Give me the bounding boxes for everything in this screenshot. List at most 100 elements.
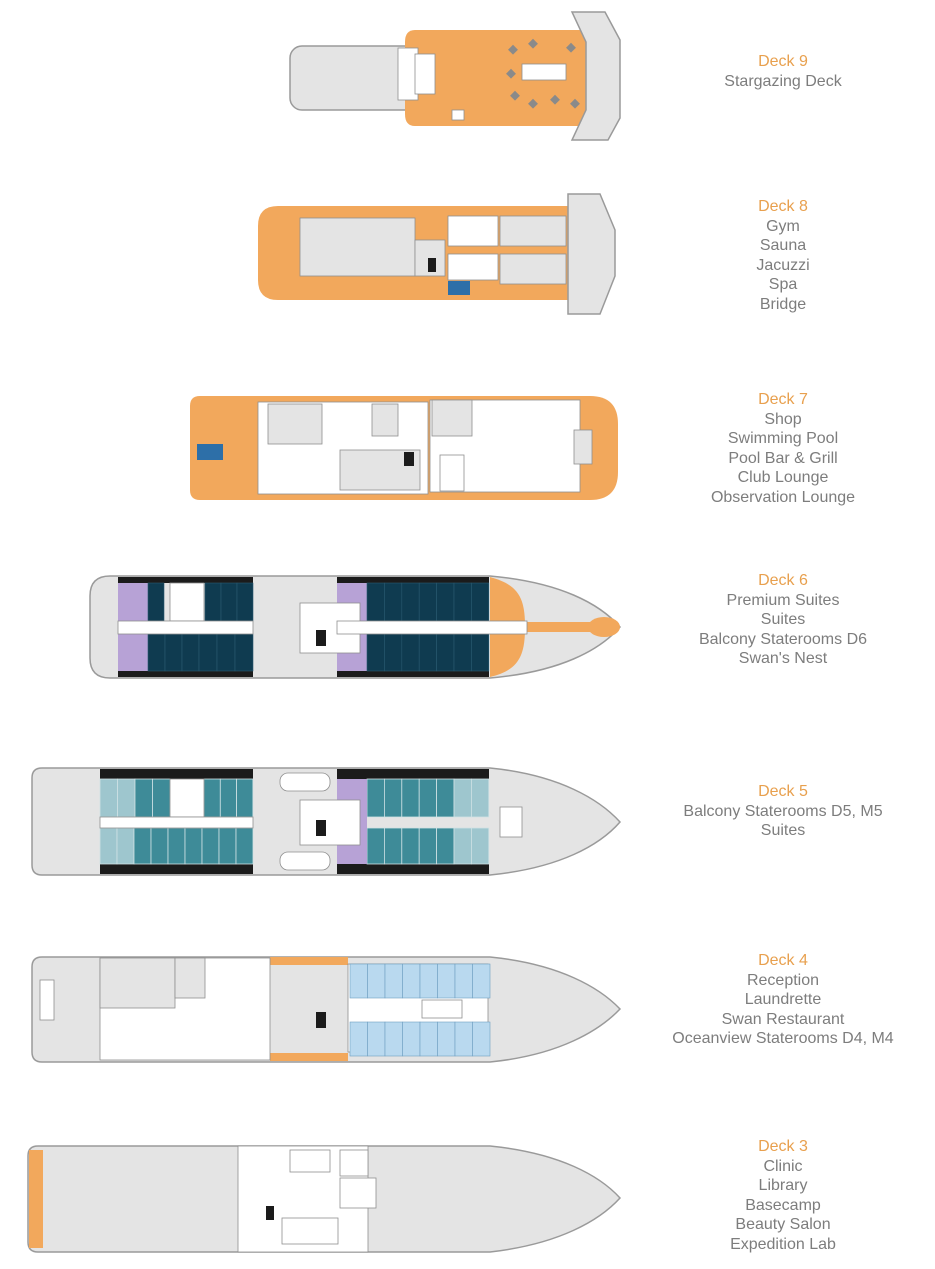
deck-feature: Library [758, 1177, 808, 1195]
deck-feature: Bridge [759, 295, 807, 313]
cabin[interactable] [384, 582, 403, 622]
cabin[interactable] [436, 582, 455, 622]
deck-feature: Suites [760, 822, 806, 840]
cabin[interactable] [116, 827, 135, 865]
cabin[interactable] [471, 582, 490, 622]
cabin[interactable] [383, 778, 403, 818]
deck-title: Deck 5 [758, 783, 808, 800]
cabin[interactable] [152, 778, 171, 818]
cabin[interactable] [437, 1021, 456, 1057]
cabin[interactable] [117, 778, 136, 818]
deck-9-plan[interactable] [289, 11, 621, 141]
cabin[interactable] [453, 582, 472, 622]
cabin[interactable] [184, 827, 203, 865]
cabin[interactable] [418, 778, 438, 818]
cabin[interactable] [454, 1021, 473, 1057]
cabin[interactable] [419, 963, 438, 999]
deck-feature: Oceanview Staterooms D4, M4 [672, 1030, 894, 1048]
cabin[interactable] [471, 633, 490, 672]
cabin[interactable] [472, 1021, 491, 1057]
deck-feature: Spa [768, 276, 798, 294]
cabin[interactable] [401, 827, 420, 865]
cabin[interactable] [201, 827, 220, 865]
cabin[interactable] [99, 778, 118, 818]
cabin[interactable] [418, 827, 438, 865]
deck-8-plan[interactable] [258, 193, 616, 315]
cabin[interactable] [401, 778, 420, 818]
cabin[interactable] [366, 633, 385, 672]
deck-feature: Pool Bar & Grill [728, 449, 838, 467]
cabin[interactable] [134, 778, 153, 818]
cabin[interactable] [436, 778, 455, 818]
cabin[interactable] [402, 1021, 421, 1057]
cabin[interactable] [366, 827, 385, 865]
cabin[interactable] [349, 1021, 368, 1057]
cabin[interactable] [470, 778, 490, 818]
deck-feature: Observation Lounge [710, 488, 856, 506]
deck-title: Deck 6 [758, 572, 808, 589]
deck-feature: Suites [760, 611, 806, 629]
deck-feature: Reception [746, 972, 820, 989]
cabin[interactable] [454, 963, 473, 999]
deck-feature: Swan Restaurant [721, 1010, 845, 1028]
cabin[interactable] [219, 778, 238, 818]
deck-6-plan[interactable] [89, 575, 621, 679]
cabin[interactable] [436, 633, 455, 672]
cabin[interactable] [367, 963, 386, 999]
deck-feature: Sauna [759, 237, 807, 255]
deck-feature: Premium Suites [726, 592, 840, 609]
deck-feature: Swimming Pool [727, 430, 839, 448]
cabin[interactable] [472, 963, 491, 999]
cabin[interactable] [384, 633, 403, 672]
cabin[interactable] [133, 827, 152, 865]
deck-feature: Laundrette [744, 991, 822, 1009]
cabin[interactable] [218, 827, 237, 865]
deck-title: Deck 3 [758, 1138, 808, 1155]
deck-5-plan[interactable] [31, 767, 622, 876]
deck-3-plan[interactable] [27, 1145, 622, 1253]
deck-feature: Stargazing Deck [724, 73, 842, 90]
cabin[interactable] [453, 633, 472, 672]
deck-feature: Expedition Lab [730, 1235, 836, 1253]
cabin[interactable] [402, 963, 421, 999]
deck-8-legend: Deck 8 Gym Sauna Jacuzzi Spa Bridge [640, 197, 926, 314]
cabin[interactable] [437, 963, 456, 999]
cabin[interactable] [384, 1021, 403, 1057]
deck-feature: Jacuzzi [756, 256, 810, 274]
cabin[interactable] [419, 1021, 438, 1057]
cabin[interactable] [401, 633, 420, 672]
deck-4-legend: Deck 4 Reception Laundrette Swan Restaur… [640, 951, 926, 1049]
deck-7-legend: Deck 7 Shop Swimming Pool Pool Bar & Gri… [640, 390, 926, 507]
cabin[interactable] [401, 582, 420, 622]
deck-feature: Beauty Salon [735, 1216, 831, 1234]
cabin[interactable] [366, 582, 385, 622]
deck-feature: Club Lounge [737, 469, 829, 487]
cabin[interactable] [436, 827, 455, 865]
cabin[interactable] [384, 963, 403, 999]
deck-4-plan[interactable] [31, 956, 622, 1063]
cabin[interactable] [235, 827, 254, 865]
cabin[interactable] [167, 827, 186, 865]
deck-feature: Swan's Nest [738, 650, 828, 668]
cabin[interactable] [453, 778, 472, 818]
cabin[interactable] [366, 778, 385, 818]
cabin[interactable] [383, 827, 403, 865]
cabin[interactable] [99, 827, 118, 865]
cabin[interactable] [349, 963, 368, 999]
deck-title: Deck 9 [758, 53, 808, 70]
cabin[interactable] [418, 633, 437, 672]
cabin[interactable] [470, 827, 490, 865]
deck-5-legend: Deck 5 Balcony Staterooms D5, M5 Suites [640, 782, 926, 841]
deck-feature: Gym [766, 218, 800, 235]
deck-feature: Shop [764, 411, 802, 428]
cabin[interactable] [367, 1021, 386, 1057]
deck-feature: Balcony Staterooms D6 [698, 630, 868, 648]
cabin[interactable] [150, 827, 169, 865]
deck-6-legend: Deck 6 Premium Suites Suites Balcony Sta… [640, 571, 926, 669]
cabin[interactable] [236, 778, 254, 818]
cabin[interactable] [203, 778, 221, 818]
cabin[interactable] [418, 582, 437, 622]
cabin[interactable] [453, 827, 472, 865]
deck-7-plan[interactable] [190, 396, 618, 500]
